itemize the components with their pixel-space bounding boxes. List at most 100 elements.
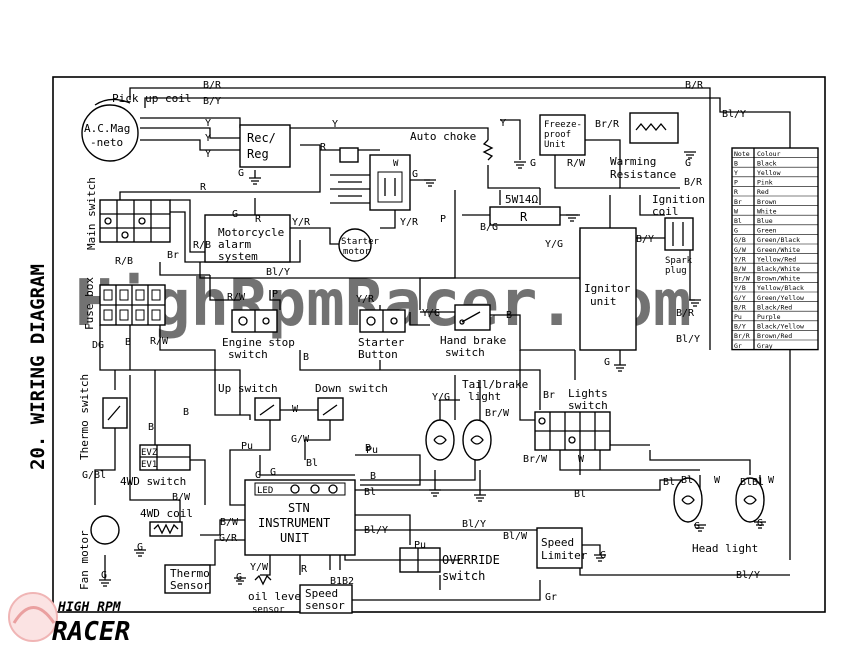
svg-text:W: W — [393, 159, 399, 169]
svg-text:STN: STN — [288, 501, 310, 515]
igniter-unit: Ignitor unit — [579, 227, 637, 351]
wire-label: Bl/Y — [722, 109, 746, 120]
legend-header-note: Note — [734, 150, 750, 158]
svg-text:switch: switch — [228, 348, 268, 361]
svg-text:Up switch: Up switch — [218, 382, 278, 395]
wire-label: Y/R — [400, 217, 419, 228]
wire-label: B/R — [684, 177, 703, 188]
svg-text:Freeze-: Freeze- — [544, 120, 582, 130]
page-title: 20. WIRING DIAGRAM — [27, 264, 49, 470]
svg-text:motor: motor — [343, 247, 371, 257]
logo-line1: HIGH RPM — [57, 600, 122, 615]
legend-colour-name: White — [757, 207, 777, 215]
wire-label: R/B — [193, 240, 211, 251]
wire-label: B/R — [676, 308, 695, 319]
svg-text:INSTRUMENT: INSTRUMENT — [258, 516, 330, 530]
svg-text:oil level: oil level — [248, 590, 308, 603]
thermo-sensor: Thermo Sensor — [164, 564, 211, 594]
svg-text:Starter: Starter — [341, 237, 380, 247]
wire-label: B — [370, 471, 376, 482]
wire-label: B — [148, 422, 154, 433]
legend-colour-name: Green — [757, 227, 777, 235]
wire-label: Y/R — [292, 217, 311, 228]
wire-label: W — [714, 475, 721, 486]
legend-colour-name: Gray — [757, 342, 773, 350]
engine-stop-switch: Engine stop switch — [222, 309, 295, 361]
lights-switch: Lights switch — [534, 387, 611, 451]
alarm-system: Motorcycle alarm system — [204, 214, 291, 263]
legend-code: G — [734, 227, 738, 235]
wire-label: R/W — [227, 292, 246, 303]
legend-code: Bl — [734, 217, 742, 225]
wire-label: Y — [205, 118, 211, 129]
wire-label: R/B — [115, 256, 133, 267]
wire-label: Br/W — [485, 408, 510, 419]
svg-text:Button: Button — [358, 348, 398, 361]
svg-text:Tail/brake: Tail/brake — [462, 378, 528, 391]
wire-label: Bl/Y — [736, 570, 760, 581]
wire-label: G/R — [219, 533, 238, 544]
legend-code: G/Y — [734, 294, 746, 302]
auto-choke: Auto choke — [410, 130, 494, 161]
wire-label: G — [101, 570, 107, 581]
starter-button: Starter Button — [358, 309, 406, 361]
wire-label: Br — [543, 390, 555, 401]
wire-label: B — [303, 352, 309, 363]
svg-text:Speed: Speed — [305, 587, 338, 600]
wire-label: G — [137, 542, 143, 553]
svg-text:Starter: Starter — [358, 336, 405, 349]
wire-label: Bl — [663, 477, 675, 488]
wire-label: B — [506, 310, 512, 321]
wire-label: G — [685, 158, 691, 169]
wire-label: B/W — [172, 492, 191, 503]
wire-label: Bl/Y — [364, 525, 388, 536]
wire-label: Y — [332, 119, 338, 130]
wire-label: G — [255, 470, 261, 481]
magneto: A.C.Mag -neto Pick up coil — [81, 92, 191, 162]
legend-code: B/R — [734, 303, 746, 311]
svg-text:switch: switch — [442, 569, 485, 583]
svg-text:Head light: Head light — [692, 542, 758, 555]
svg-text:coil: coil — [652, 205, 679, 218]
legend-colour-name: Green/Yellow — [757, 294, 804, 302]
thermo-switch: Thermo switch — [78, 374, 128, 460]
legend-code: G/W — [734, 246, 746, 254]
svg-text:sensor: sensor — [305, 599, 345, 612]
wire-label: Bl — [681, 475, 693, 486]
hand-brake-switch: Hand brake switch — [440, 304, 506, 359]
main-switch: Main switch — [85, 177, 171, 250]
svg-text:Thermo switch: Thermo switch — [78, 374, 91, 460]
oil-level-sensor: oil level sensor — [248, 574, 308, 615]
legend-code: Y/B — [734, 284, 746, 292]
svg-text:unit: unit — [590, 295, 617, 308]
wire-label: Pu — [366, 445, 378, 456]
wire-label: G — [757, 518, 763, 529]
svg-text:5W14Ω: 5W14Ω — [505, 193, 538, 206]
svg-text:Fan motor: Fan motor — [78, 530, 91, 590]
logo: HIGH RPM RACER — [8, 592, 130, 647]
pickup-coil-label: Pick up coil — [112, 92, 191, 105]
wire-label: B — [125, 337, 131, 348]
legend-colour-name: Green/Black — [757, 236, 800, 244]
legend-code: R — [734, 188, 738, 196]
svg-text:Ignition: Ignition — [652, 193, 705, 206]
legend-code: P — [734, 179, 738, 187]
legend-code: Y — [734, 169, 738, 177]
wire-label: Bl — [752, 477, 764, 488]
legend-colour-name: Pink — [757, 179, 773, 187]
wire-label: Gr — [545, 592, 557, 603]
wire-label: B1 — [330, 576, 342, 587]
legend-code: Br/W — [734, 275, 750, 283]
legend-code: G/B — [734, 236, 746, 244]
resistor: 5W14Ω R — [489, 193, 561, 226]
wire-label: B/R — [203, 80, 222, 91]
svg-text:EVZ: EVZ — [141, 448, 158, 458]
wire-label: Y/W — [250, 562, 269, 573]
svg-text:Engine stop: Engine stop — [222, 336, 295, 349]
wire-label: Bl/Y — [266, 267, 290, 278]
svg-text:Ignitor: Ignitor — [584, 282, 631, 295]
legend-colour-name: Black/White — [757, 265, 800, 273]
legend-code: B/Y — [734, 323, 746, 331]
wire-label: G/W — [291, 434, 310, 445]
